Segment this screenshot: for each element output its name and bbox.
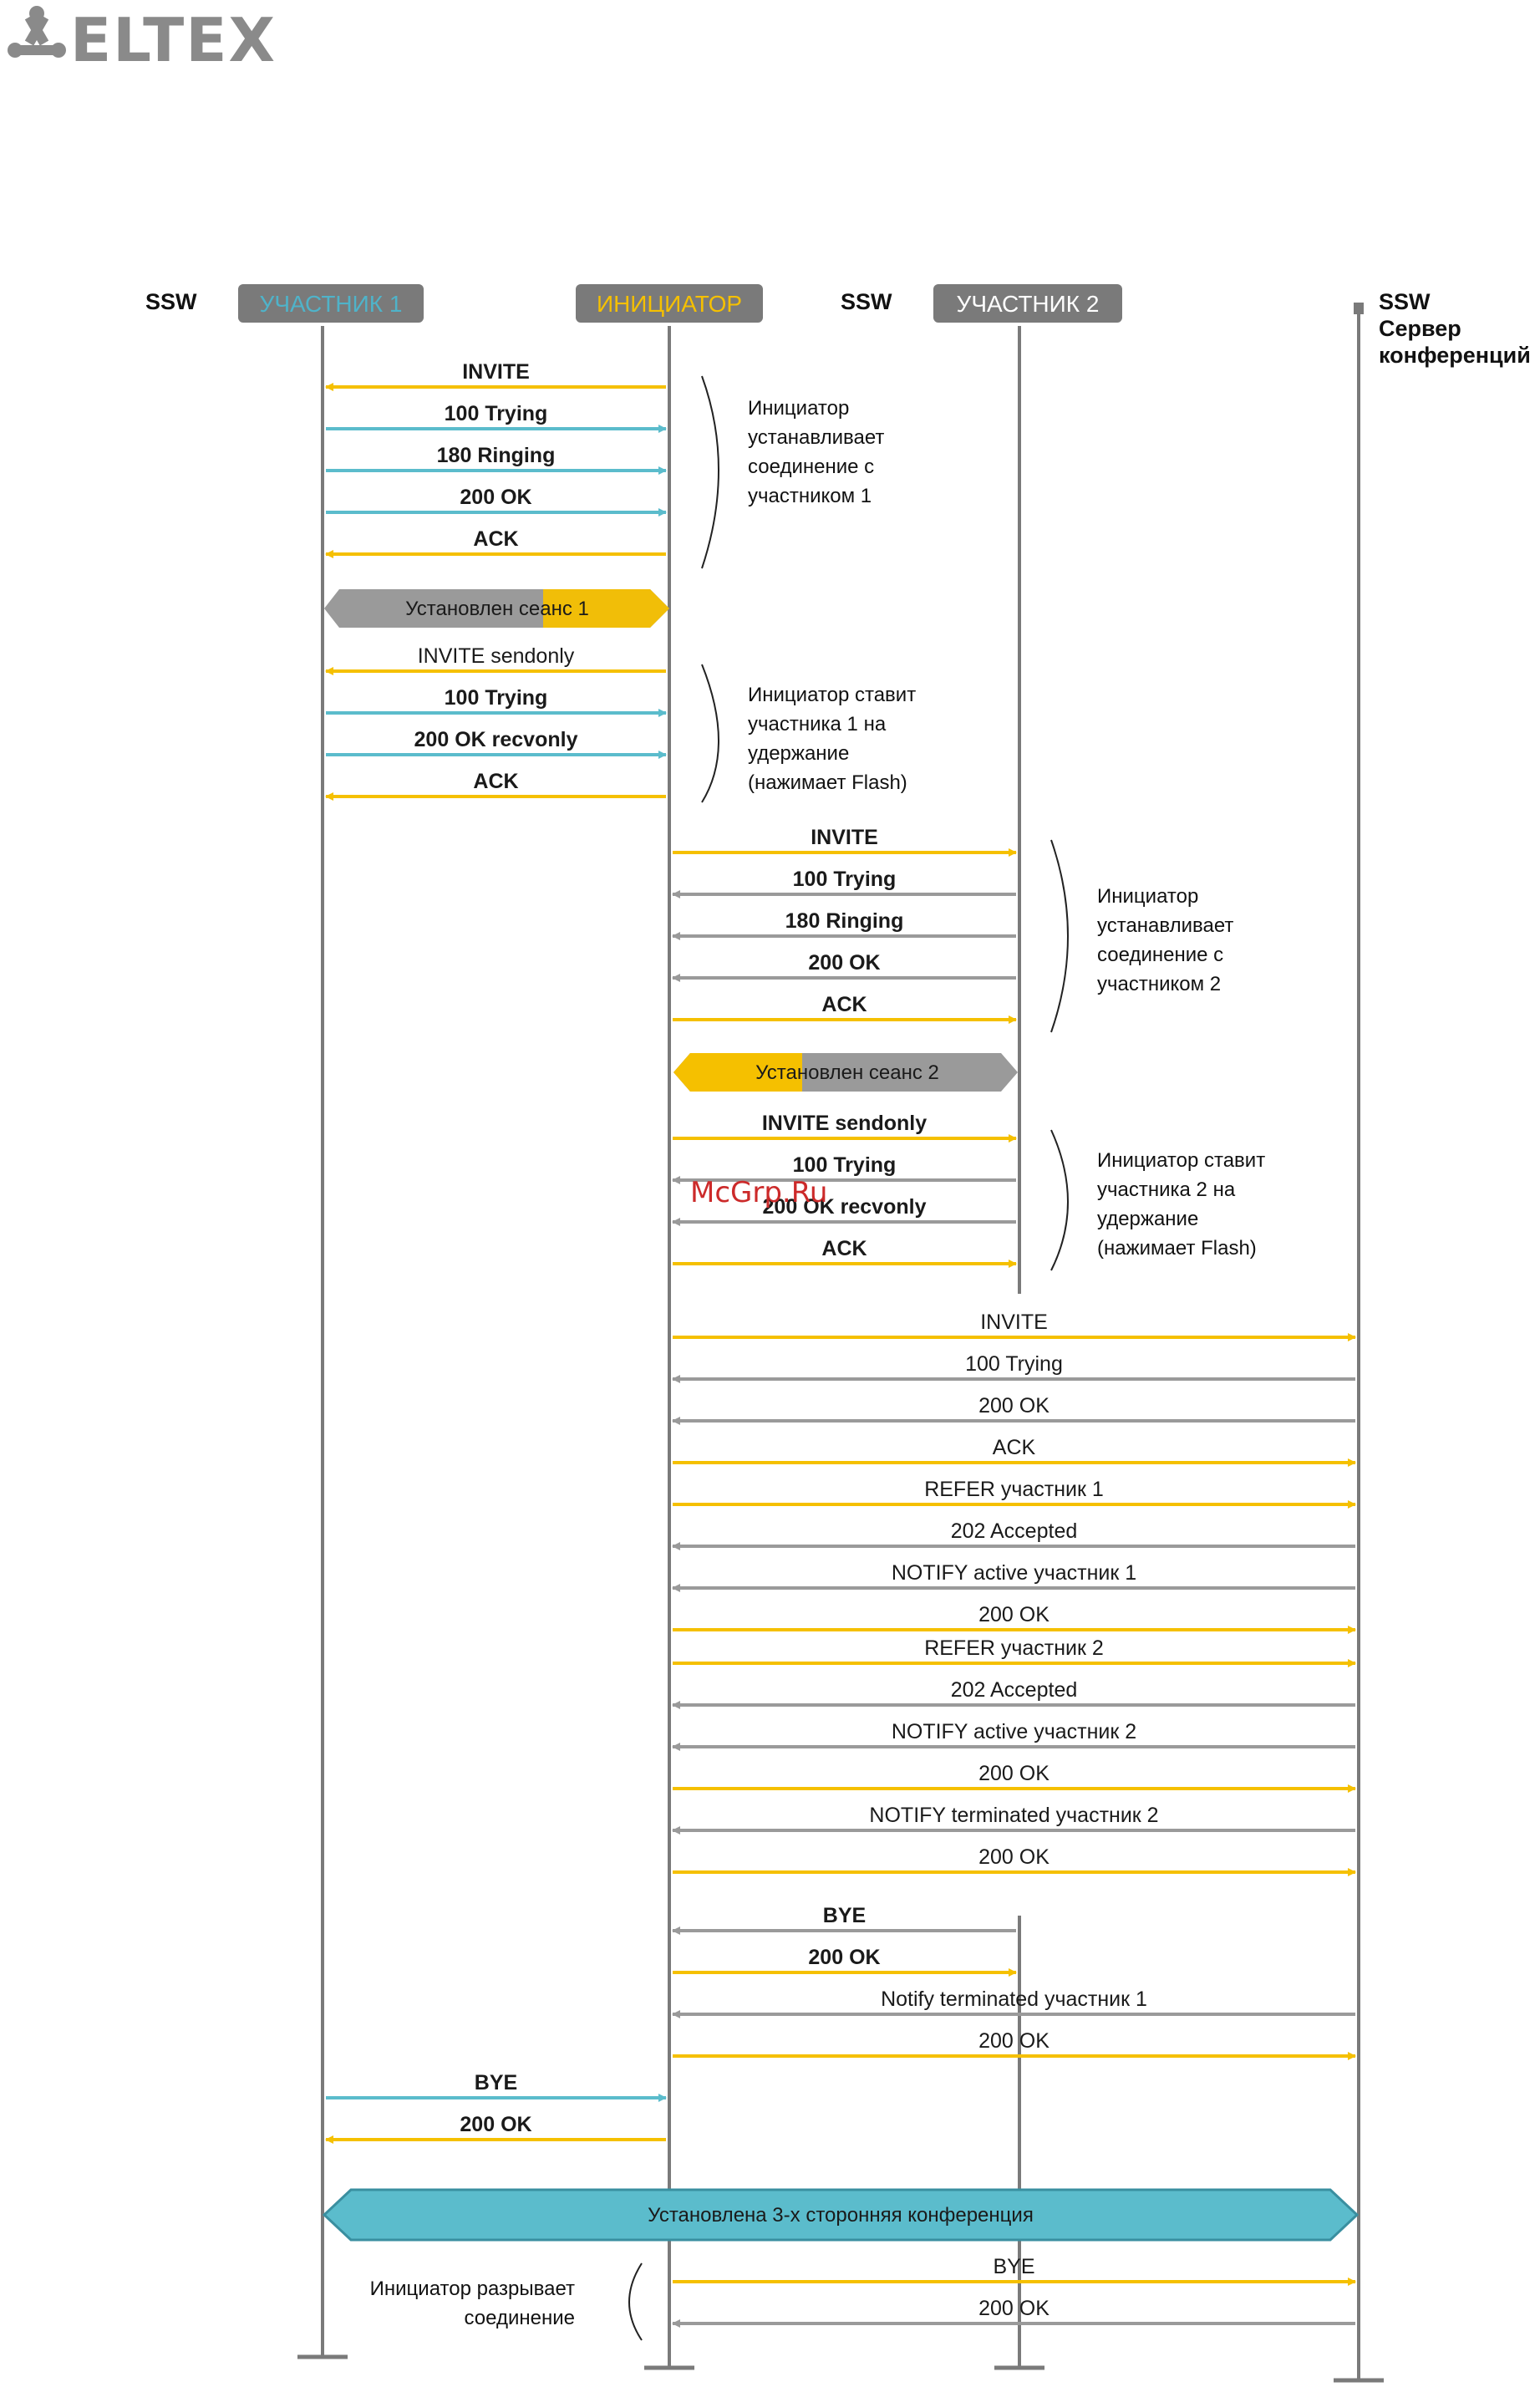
- note-1-line2: устанавливает: [748, 426, 884, 449]
- message-label-34: 200 OK: [808, 1946, 880, 1969]
- session-banner-2-yellow: [673, 1053, 802, 1092]
- message-label-14: ACK: [821, 993, 867, 1016]
- note-1-line3: соединение с: [748, 456, 874, 478]
- initiator-header: [576, 284, 763, 323]
- message-label-22: ACK: [993, 1436, 1036, 1459]
- message-label-7: 100 Trying: [445, 686, 548, 710]
- message-label-15: INVITE sendonly: [762, 1112, 927, 1135]
- note-1-line1: Инициатор: [748, 397, 849, 420]
- note-4-line3: удержание: [1097, 1208, 1198, 1230]
- message-label-18: ACK: [821, 1237, 867, 1260]
- message-label-30: 200 OK: [978, 1762, 1050, 1785]
- message-label-28: 202 Accepted: [951, 1678, 1078, 1702]
- message-label-29: NOTIFY active участник 2: [892, 1720, 1136, 1743]
- message-label-26: 200 OK: [978, 1603, 1050, 1626]
- session-banner-3: [322, 2188, 1360, 2242]
- server-label-line3: конференций: [1379, 343, 1531, 368]
- server-label-line2: Сервер: [1379, 316, 1461, 341]
- note-2-line2: участника 1 на: [748, 713, 887, 735]
- message-label-20: 100 Trying: [965, 1352, 1063, 1376]
- initiator-header-label: ИНИЦИАТОР: [597, 291, 742, 317]
- message-label-11: 100 Trying: [793, 868, 897, 891]
- message-label-3: 180 Ringing: [437, 444, 556, 467]
- session-banner-3-label: Установлена 3-х сторонняя конференция: [648, 2204, 1034, 2227]
- message-label-5: ACK: [473, 527, 518, 551]
- note-4-line1: Инициатор ставит: [1097, 1149, 1265, 1172]
- note-2-line4: (нажимает Flash): [748, 771, 907, 794]
- message-label-31: NOTIFY terminated участник 2: [869, 1804, 1158, 1827]
- message-label-37: BYE: [475, 2071, 517, 2094]
- session-banner-1-yellow: [543, 589, 669, 628]
- message-label-40: 200 OK: [978, 2297, 1050, 2320]
- note-1-line4: участником 1: [748, 485, 872, 507]
- message-label-2: 100 Trying: [445, 402, 548, 425]
- message-label-9: ACK: [473, 770, 518, 793]
- message-label-6: INVITE sendonly: [418, 644, 575, 668]
- message-label-4: 200 OK: [460, 486, 531, 509]
- message-label-23: REFER участник 1: [924, 1478, 1104, 1501]
- message-label-35: Notify terminated участник 1: [881, 1987, 1147, 2011]
- note-bracket-5: [628, 2262, 643, 2341]
- message-label-19: INVITE: [980, 1311, 1048, 1334]
- note-bracket-2: [701, 664, 719, 803]
- message-label-36: 200 OK: [978, 2029, 1050, 2053]
- ssw-label-mid: SSW: [841, 289, 892, 314]
- participant1-header: [238, 284, 424, 323]
- note-3-line2: устанавливает: [1097, 914, 1233, 937]
- message-label-39: BYE: [993, 2255, 1034, 2278]
- message-label-1: INVITE: [462, 360, 530, 384]
- note-3-line4: участником 2: [1097, 973, 1221, 995]
- server-lifeline-cap: [1354, 303, 1364, 314]
- session-banner-1-label: Установлен сеанс 1: [405, 598, 589, 620]
- note-4-line4: (нажимает Flash): [1097, 1237, 1257, 1260]
- ssw-label-left: SSW: [145, 289, 197, 314]
- note-2-line1: Инициатор ставит: [748, 684, 916, 706]
- note-4-line2: участника 2 на: [1097, 1178, 1236, 1201]
- message-label-21: 200 OK: [978, 1394, 1050, 1417]
- message-label-27: REFER участник 2: [924, 1636, 1104, 1660]
- note-3-line3: соединение с: [1097, 944, 1223, 966]
- note-2-line3: удержание: [748, 742, 849, 765]
- message-label-17: 200 OK recvonly: [763, 1195, 927, 1219]
- message-label-8: 200 OK recvonly: [414, 728, 578, 751]
- note-bracket-4: [1050, 1129, 1069, 1271]
- note-5-line1: Инициатор разрывает: [370, 2278, 575, 2300]
- message-label-32: 200 OK: [978, 1845, 1050, 1869]
- eltex-logo-icon: [8, 6, 66, 58]
- note-3-line1: Инициатор: [1097, 885, 1198, 908]
- eltex-logo: ELTEX: [0, 0, 309, 75]
- message-label-33: BYE: [823, 1904, 866, 1927]
- message-label-38: 200 OK: [460, 2113, 531, 2136]
- participant1-header-label: УЧАСТНИК 1: [260, 291, 403, 317]
- session-banner-2-label: Установлен сеанс 2: [755, 1061, 939, 1084]
- note-bracket-3: [1050, 839, 1069, 1033]
- message-label-24: 202 Accepted: [951, 1519, 1078, 1543]
- brand-name: ELTEX: [70, 5, 277, 75]
- message-label-12: 180 Ringing: [785, 909, 904, 933]
- note-5-line2: соединение: [465, 2307, 575, 2329]
- participant2-header-label: УЧАСТНИК 2: [957, 291, 1100, 317]
- note-bracket-1: [701, 375, 719, 569]
- message-label-16: 100 Trying: [793, 1153, 897, 1177]
- messages-layer: INVITE 100 Trying 180 Ringing 200 OK ACK INVI…: [325, 360, 1356, 2328]
- participant2-header: [933, 284, 1122, 323]
- message-label-10: INVITE: [811, 826, 878, 849]
- message-label-25: NOTIFY active участник 1: [892, 1561, 1136, 1585]
- message-label-13: 200 OK: [808, 951, 880, 975]
- server-label-line1: SSW: [1379, 289, 1431, 314]
- watermark: McGrp.Ru: [690, 1176, 827, 1209]
